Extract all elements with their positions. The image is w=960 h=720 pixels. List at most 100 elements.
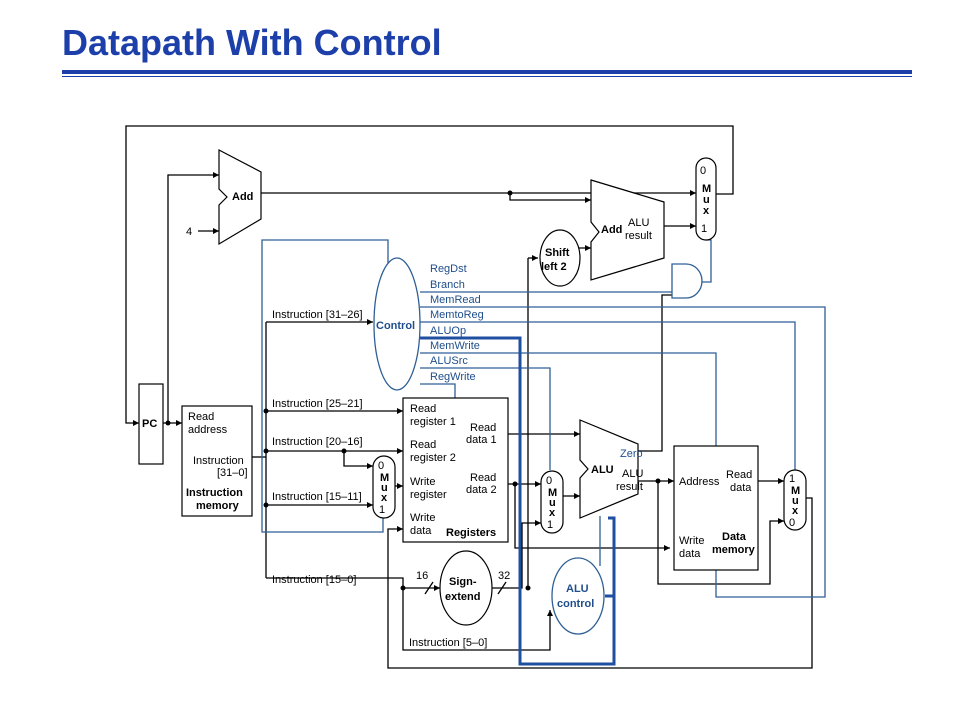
svg-text:1: 1 — [789, 473, 795, 485]
branch-adder: Add ALU result — [590, 179, 665, 281]
data-memory: Address Read data Write data Data memory — [673, 445, 759, 571]
constant-four: 4 — [186, 226, 192, 238]
program-counter: PC — [138, 383, 164, 465]
svg-text:x: x — [703, 205, 710, 217]
svg-text:ALU: ALU — [622, 468, 643, 480]
wire-junctions — [165, 190, 661, 591]
svg-text:Write: Write — [410, 512, 435, 524]
branch-and-gate — [671, 263, 703, 299]
svg-text:Add: Add — [601, 224, 622, 236]
alu-control: ALU control — [551, 557, 605, 635]
pc-source-mux: 0 M u x 1 — [695, 157, 717, 241]
aluop-bus — [420, 336, 616, 666]
svg-text:0: 0 — [789, 517, 795, 529]
svg-text:1: 1 — [379, 504, 385, 516]
signal-memtoreg: MemtoReg — [430, 309, 484, 321]
svg-text:Instruction [15–0]: Instruction [15–0] — [272, 574, 356, 586]
register-file: Read register 1 Read register 2 Write re… — [402, 397, 509, 543]
svg-text:Instruction [20–16]: Instruction [20–16] — [272, 436, 363, 448]
svg-text:16: 16 — [416, 570, 428, 582]
svg-text:M: M — [791, 485, 800, 497]
shift-left-2: Shift left 2 — [539, 229, 581, 287]
svg-text:data 1: data 1 — [466, 434, 497, 446]
title-underline — [62, 70, 912, 74]
signal-memread: MemRead — [430, 294, 481, 306]
svg-text:address: address — [188, 424, 228, 436]
svg-text:Shift: Shift — [545, 247, 570, 259]
svg-text:Read: Read — [470, 422, 496, 434]
control-unit: Control — [373, 257, 421, 391]
svg-text:ALU: ALU — [628, 217, 649, 229]
instruction-memory: Read address Instruction [31–0] Instruct… — [181, 405, 253, 517]
svg-text:register 1: register 1 — [410, 416, 456, 428]
svg-text:Read: Read — [410, 439, 436, 451]
svg-text:Instruction [31–26]: Instruction [31–26] — [272, 309, 363, 321]
signal-regdst: RegDst — [430, 263, 467, 275]
svg-text:data: data — [679, 548, 701, 560]
svg-text:u: u — [381, 482, 388, 494]
svg-text:data: data — [410, 525, 432, 537]
svg-text:x: x — [381, 492, 388, 504]
page-title: Datapath With Control — [62, 22, 442, 63]
alusrc-mux: 0 M u x 1 — [540, 470, 564, 534]
svg-text:ALU: ALU — [591, 464, 614, 476]
svg-text:[31–0]: [31–0] — [217, 467, 248, 479]
svg-text:Read: Read — [470, 472, 496, 484]
svg-text:Data: Data — [722, 531, 747, 543]
alu: ALU Zero ALU result — [579, 419, 643, 519]
svg-text:register 2: register 2 — [410, 452, 456, 464]
svg-text:M: M — [380, 472, 389, 484]
sign-extend: Sign- extend 16 32 — [416, 550, 510, 626]
title-underline-thin — [62, 76, 912, 77]
signal-memwrite: MemWrite — [430, 340, 480, 352]
svg-text:Instruction: Instruction — [186, 487, 243, 499]
svg-text:1: 1 — [701, 223, 707, 235]
memtoreg-mux: 1 M u x 0 — [783, 469, 807, 531]
svg-text:data: data — [730, 482, 752, 494]
svg-text:Instruction: Instruction — [193, 455, 244, 467]
regdst-mux: 0 M u x 1 — [372, 455, 396, 519]
svg-text:x: x — [549, 507, 556, 519]
signal-alusrc: ALUSrc — [430, 355, 468, 367]
svg-text:Read: Read — [188, 411, 214, 423]
svg-text:Instruction [5–0]: Instruction [5–0] — [409, 637, 487, 649]
signal-regwrite: RegWrite — [430, 371, 476, 383]
svg-text:0: 0 — [546, 475, 552, 487]
svg-text:1: 1 — [547, 519, 553, 531]
svg-text:control: control — [557, 598, 594, 610]
svg-text:u: u — [703, 194, 710, 206]
svg-text:Zero: Zero — [620, 448, 643, 460]
svg-text:Control: Control — [376, 320, 415, 332]
svg-text:Write: Write — [679, 535, 704, 547]
control-signal-labels: RegDst Branch MemRead MemtoReg ALUOp Mem… — [430, 263, 484, 383]
svg-text:data 2: data 2 — [466, 484, 497, 496]
svg-text:register: register — [410, 489, 447, 501]
svg-text:32: 32 — [498, 570, 510, 582]
svg-text:Read: Read — [726, 469, 752, 481]
svg-text:Registers: Registers — [446, 527, 496, 539]
signal-branch: Branch — [430, 279, 465, 291]
svg-text:Address: Address — [679, 476, 720, 488]
svg-text:M: M — [548, 487, 557, 499]
svg-text:result: result — [625, 230, 652, 242]
svg-text:0: 0 — [378, 460, 384, 472]
svg-text:Sign-: Sign- — [449, 576, 477, 588]
pc-adder: Add — [218, 149, 262, 246]
svg-text:x: x — [792, 505, 799, 517]
svg-text:Add: Add — [232, 191, 253, 203]
signal-aluop: ALUOp — [430, 325, 466, 337]
arrowheads — [133, 172, 784, 616]
svg-text:left 2: left 2 — [541, 261, 567, 273]
svg-text:0: 0 — [700, 165, 706, 177]
svg-text:memory: memory — [712, 544, 756, 556]
svg-text:PC: PC — [142, 418, 157, 430]
svg-text:ALU: ALU — [566, 583, 589, 595]
svg-text:M: M — [702, 183, 711, 195]
svg-text:Write: Write — [410, 476, 435, 488]
svg-text:u: u — [792, 495, 799, 507]
svg-text:result: result — [616, 481, 643, 493]
instruction-field-labels: Instruction [31–26] Instruction [25–21] … — [272, 309, 487, 649]
svg-text:extend: extend — [445, 591, 480, 603]
svg-text:Read: Read — [410, 403, 436, 415]
